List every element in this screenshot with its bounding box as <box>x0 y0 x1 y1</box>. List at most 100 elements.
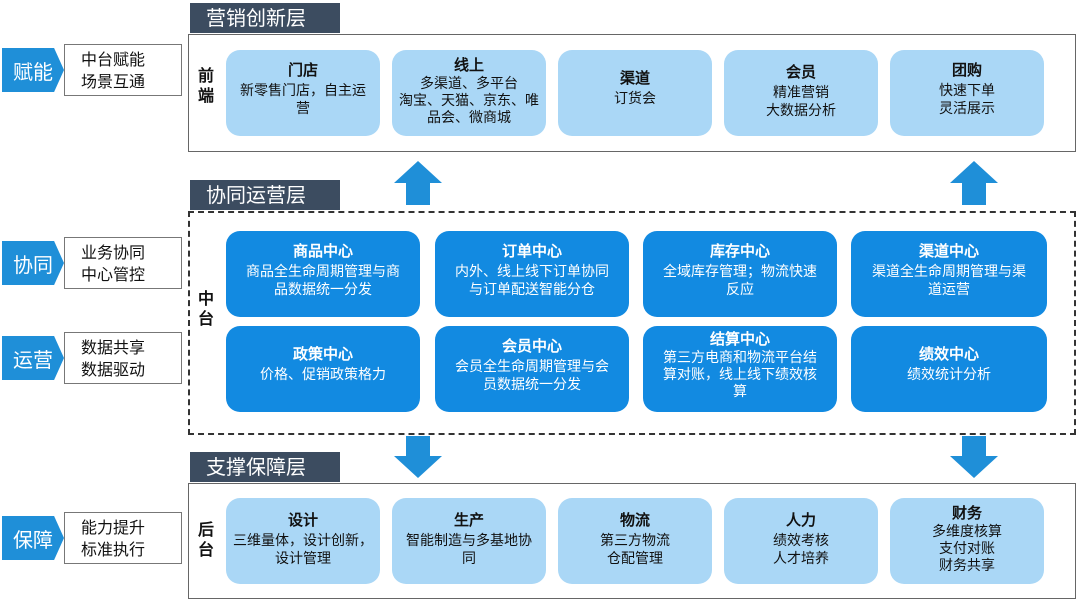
front-card-store: 门店 新零售门店，自主运 营 <box>226 50 380 136</box>
card-desc-line: 算 <box>733 384 747 400</box>
middle-card-channel: 渠道中心 渠道全生命周期管理与渠 道运营 <box>851 231 1047 317</box>
middle-card-inventory: 库存中心 全域库存管理；物流快速 反应 <box>643 231 837 317</box>
card-title: 线上 <box>453 56 484 74</box>
card-title: 渠道 <box>619 69 650 87</box>
card-desc-line: 全域库存管理；物流快速 <box>663 264 817 280</box>
arrow-down-icon <box>950 436 998 478</box>
card-desc-line: 营 <box>296 101 310 117</box>
card-desc-line: 道运营 <box>928 282 970 298</box>
card-desc-line: 算对账，线上线下绩效核 <box>663 367 817 383</box>
side-desc-line: 标准执行 <box>81 540 146 559</box>
arrow-down-icon <box>394 436 442 478</box>
card-desc-line: 与订单配送智能分仓 <box>469 282 595 298</box>
side-desc-line: 数据共享 <box>81 338 146 357</box>
back-label-char: 台 <box>197 540 214 559</box>
side-tag-guarantee: 保障 能力提升 标准执行 <box>2 512 182 564</box>
front-label: 前 端 <box>196 66 216 106</box>
side-desc-line: 中台赋能 <box>81 50 146 69</box>
middle-panel <box>188 211 1076 435</box>
card-title: 绩效中心 <box>918 345 979 363</box>
front-card-online: 线上 多渠道、多平台 淘宝、天猫、京东、唯 品会、微商城 <box>392 50 546 136</box>
card-desc-line: 智能制造与多基地协 <box>406 533 532 549</box>
card-desc-line: 多渠道、多平台 <box>420 76 518 92</box>
card-desc-line: 新零售门店，自主运 <box>240 83 366 99</box>
side-tag-desc: 能力提升 标准执行 <box>64 512 182 564</box>
middle-label: 中 台 <box>196 289 216 329</box>
arrow-up-icon <box>950 161 998 205</box>
card-desc-line: 商品全生命周期管理与商 <box>246 264 400 280</box>
card-desc-line: 淘宝、天猫、京东、唯 <box>399 93 539 109</box>
card-desc-line: 财务共享 <box>939 558 995 574</box>
side-tag-desc: 业务协同 中心管控 <box>64 237 182 289</box>
front-card-member: 会员 精准营销 大数据分析 <box>724 50 878 136</box>
card-desc-line: 支付对账 <box>939 541 995 557</box>
middle-card-order: 订单中心 内外、线上线下订单协同 与订单配送智能分仓 <box>435 231 629 317</box>
side-tag-label: 保障 <box>2 516 64 560</box>
card-desc-line: 订货会 <box>614 91 656 107</box>
card-desc-line: 渠道全生命周期管理与渠 <box>872 264 1026 280</box>
front-panel <box>188 34 1076 152</box>
middle-card-settlement: 结算中心 第三方电商和物流平台结 算对账，线上线下绩效核 算 <box>643 326 837 412</box>
card-desc-line: 价格、促销政策格力 <box>260 367 386 383</box>
layer-title-support: 支撑保障层 <box>190 452 340 482</box>
side-desc-line: 能力提升 <box>81 518 146 537</box>
layer-title-operation: 协同运营层 <box>190 180 340 210</box>
middle-label-char: 台 <box>197 309 214 328</box>
card-title: 政策中心 <box>292 345 353 363</box>
card-title: 设计 <box>287 511 318 529</box>
middle-card-performance: 绩效中心 绩效统计分析 <box>851 326 1047 412</box>
side-tag-desc: 中台赋能 场景互通 <box>64 44 182 96</box>
card-desc-line: 会员全生命周期管理与会 <box>455 359 609 375</box>
card-desc-line: 第三方物流 <box>600 533 670 549</box>
card-desc-line: 大数据分析 <box>766 103 836 119</box>
arrow-up-icon <box>394 161 442 205</box>
back-card-logistics: 物流 第三方物流 仓配管理 <box>558 498 712 584</box>
card-title: 团购 <box>951 61 982 79</box>
card-desc-line: 人才培养 <box>773 551 829 567</box>
card-desc-line: 品会、微商城 <box>427 110 511 126</box>
card-desc-line: 内外、线上线下订单协同 <box>455 264 609 280</box>
card-desc-line: 绩效考核 <box>773 533 829 549</box>
side-tag-label: 赋能 <box>2 48 64 92</box>
card-title: 会员 <box>785 63 816 81</box>
card-desc-line: 同 <box>462 551 476 567</box>
back-label-char: 后 <box>197 520 214 539</box>
card-desc-line: 员数据统一分发 <box>483 377 581 393</box>
card-title: 会员中心 <box>501 337 562 355</box>
side-tag-label: 运营 <box>2 336 64 380</box>
back-panel <box>188 483 1076 599</box>
card-title: 库存中心 <box>709 242 770 260</box>
card-title: 人力 <box>785 511 816 529</box>
side-tag-label: 协同 <box>2 241 64 285</box>
side-desc-line: 数据驱动 <box>81 360 146 379</box>
card-title: 商品中心 <box>292 242 353 260</box>
card-title: 门店 <box>287 61 318 79</box>
middle-card-member: 会员中心 会员全生命周期管理与会 员数据统一分发 <box>435 326 629 412</box>
middle-card-product: 商品中心 商品全生命周期管理与商 品数据统一分发 <box>226 231 420 317</box>
card-desc-line: 三维量体，设计创新， <box>233 533 373 549</box>
card-desc-line: 设计管理 <box>275 551 331 567</box>
front-card-channel: 渠道 订货会 <box>558 50 712 136</box>
card-desc-line: 灵活展示 <box>939 101 995 117</box>
card-title: 订单中心 <box>501 242 562 260</box>
back-card-design: 设计 三维量体，设计创新， 设计管理 <box>226 498 380 584</box>
card-title: 财务 <box>951 504 982 522</box>
back-card-finance: 财务 多维度核算 支付对账 财务共享 <box>890 498 1044 584</box>
side-desc-line: 场景互通 <box>81 72 146 91</box>
middle-label-char: 中 <box>197 289 214 308</box>
middle-card-policy: 政策中心 价格、促销政策格力 <box>226 326 420 412</box>
card-title: 物流 <box>619 511 650 529</box>
back-card-production: 生产 智能制造与多基地协 同 <box>392 498 546 584</box>
front-label-char: 端 <box>197 86 214 105</box>
back-label: 后 台 <box>196 520 216 560</box>
side-desc-line: 业务协同 <box>81 243 146 262</box>
card-desc-line: 反应 <box>726 282 754 298</box>
card-desc-line: 多维度核算 <box>932 524 1002 540</box>
card-desc-line: 精准营销 <box>773 85 829 101</box>
side-tag-enable: 赋能 中台赋能 场景互通 <box>2 44 182 96</box>
card-title: 渠道中心 <box>918 242 979 260</box>
card-desc-line: 仓配管理 <box>607 551 663 567</box>
front-card-groupbuy: 团购 快速下单 灵活展示 <box>890 50 1044 136</box>
side-desc-line: 中心管控 <box>81 265 146 284</box>
layer-title-marketing: 营销创新层 <box>190 3 340 33</box>
